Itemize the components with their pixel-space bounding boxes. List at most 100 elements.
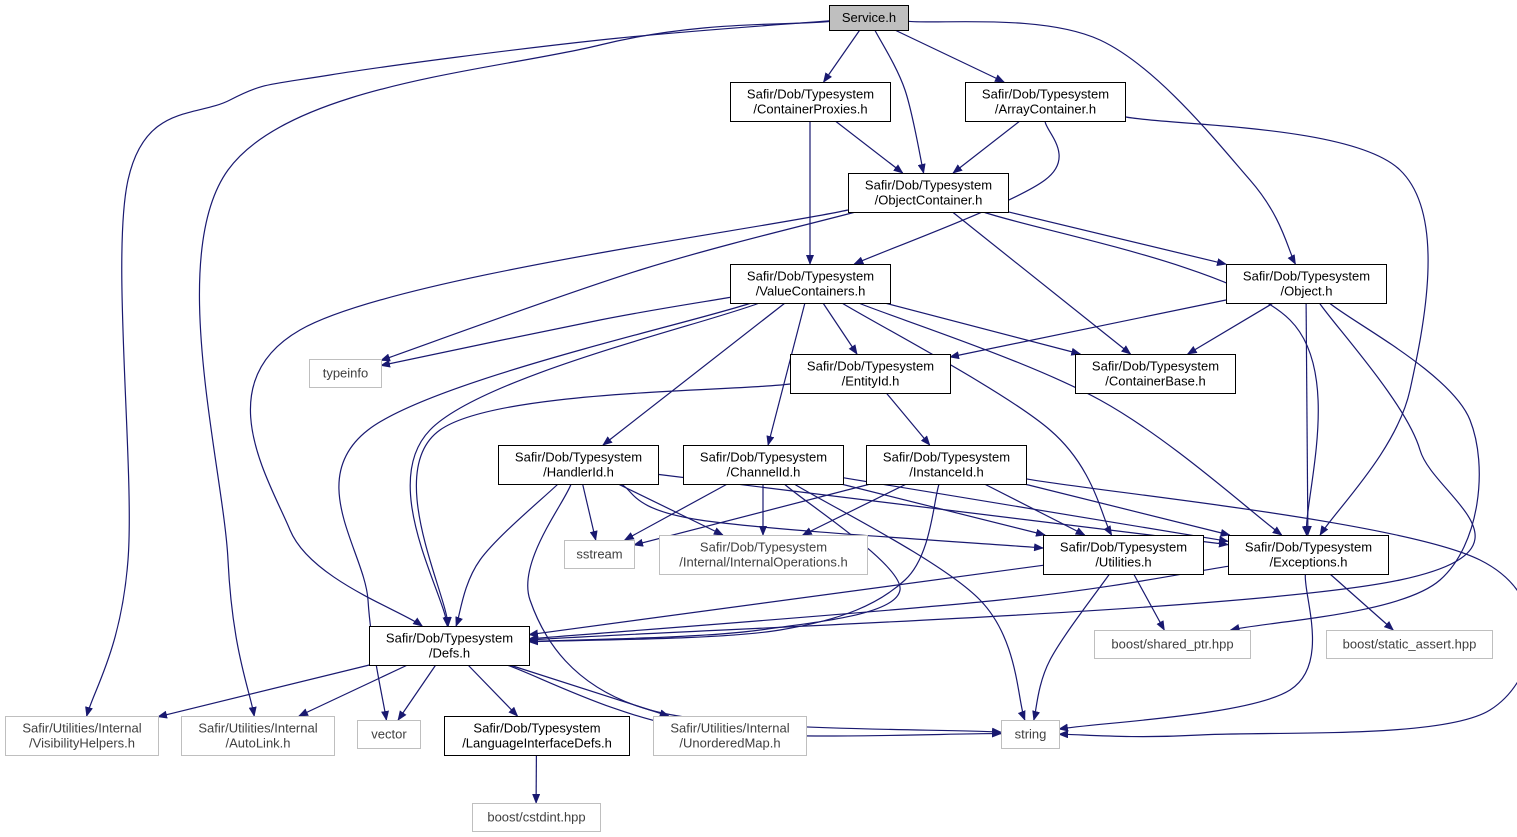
node-label: Safir/Dob/Typesystem — [865, 178, 992, 193]
edge-arraycontainer-to-objectcontainer — [952, 120, 1021, 174]
node-handlerid[interactable]: Safir/Dob/Typesystem/HandlerId.h — [498, 445, 659, 485]
edges — [85, 20, 1517, 804]
edge-exceptions-to-defs — [528, 565, 1229, 643]
node-label: Safir/Dob/Typesystem — [700, 450, 827, 465]
node-objectcontainer[interactable]: Safir/Dob/Typesystem/ObjectContainer.h — [848, 173, 1009, 213]
node-defs[interactable]: Safir/Dob/Typesystem/Defs.h — [369, 626, 530, 666]
node-exceptions[interactable]: Safir/Dob/Typesystem/Exceptions.h — [1228, 535, 1389, 575]
node-label: Safir/Dob/Typesystem — [700, 540, 827, 555]
node-channelid[interactable]: Safir/Dob/Typesystem/ChannelId.h — [683, 445, 844, 485]
edge-channelid-to-utilities — [840, 483, 1046, 537]
edge-service-to-autolink — [198, 20, 830, 717]
node-staticassert: boost/static_assert.hpp — [1326, 630, 1493, 659]
edge-arraycontainer-to-exceptions — [1124, 116, 1429, 536]
edge-instanceid-to-sstream — [633, 483, 871, 547]
edge-objectcontainer-to-containerbase — [952, 211, 1132, 355]
node-label: Safir/Dob/Typesystem — [1092, 359, 1219, 374]
node-sharedptr: boost/shared_ptr.hpp — [1094, 630, 1251, 659]
node-box — [1001, 720, 1060, 749]
node-label: Safir/Dob/Typesystem — [1245, 540, 1372, 555]
node-containerbase[interactable]: Safir/Dob/Typesystem/ContainerBase.h — [1075, 354, 1236, 394]
node-label: /Defs.h — [429, 646, 470, 661]
node-unorderedmap: Safir/Utilities/Internal/UnorderedMap.h — [653, 716, 807, 756]
edge-valuecontainers-to-typeinfo — [380, 296, 731, 368]
node-containerproxies[interactable]: Safir/Dob/Typesystem/ContainerProxies.h — [730, 82, 891, 122]
node-box — [1326, 630, 1493, 659]
node-service[interactable]: Service.h — [829, 5, 909, 31]
edge-utilities-to-string — [1032, 573, 1110, 721]
node-langiface[interactable]: Safir/Dob/Typesystem/LanguageInterfaceDe… — [444, 716, 630, 756]
node-box — [5, 716, 159, 756]
edge-instanceid-to-defs — [528, 483, 940, 646]
edge-valuecontainers-to-exceptions — [858, 302, 1283, 536]
node-label: /AutoLink.h — [225, 736, 290, 751]
edge-service-to-containerproxies — [823, 29, 861, 83]
node-box — [472, 803, 601, 832]
node-label: vector — [371, 727, 407, 742]
node-valuecontainers[interactable]: Safir/Dob/Typesystem/ValueContainers.h — [730, 264, 891, 304]
node-arraycontainer[interactable]: Safir/Dob/Typesystem/ArrayContainer.h — [965, 82, 1126, 122]
edge-objectcontainer-to-defs — [249, 209, 849, 627]
edge-utilities-to-defs — [528, 564, 1044, 638]
node-utilities[interactable]: Safir/Dob/Typesystem/Utilities.h — [1043, 535, 1204, 575]
edge-entityid-to-instanceid — [885, 392, 931, 446]
edge-defs-to-unorderedmap — [509, 664, 670, 718]
edge-service-to-objectcontainer — [874, 29, 926, 174]
edge-object-to-containerbase — [1186, 302, 1274, 355]
edge-defs-to-langiface — [467, 664, 519, 717]
edge-instanceid-to-exceptions — [1024, 483, 1231, 537]
node-label: Service.h — [842, 10, 896, 25]
node-label: /LanguageInterfaceDefs.h — [462, 736, 612, 751]
edge-objectcontainer-to-object — [1007, 211, 1227, 266]
edge-defs-to-vector — [397, 664, 437, 721]
edge-valuecontainers-to-channelid — [766, 302, 806, 446]
edge-service-to-visibility — [85, 20, 830, 717]
node-entityid[interactable]: Safir/Dob/Typesystem/EntityId.h — [790, 354, 951, 394]
node-box — [659, 535, 868, 575]
node-box — [730, 82, 891, 122]
node-label: /Utilities.h — [1095, 555, 1151, 570]
node-box — [730, 264, 891, 304]
node-box — [965, 82, 1126, 122]
edge-objectcontainer-to-typeinfo — [380, 211, 856, 362]
node-sstream: sstream — [564, 540, 635, 569]
node-box — [790, 354, 951, 394]
edge-object-to-sharedptr — [1229, 302, 1480, 632]
edge-service-to-arraycontainer — [894, 29, 1005, 83]
edge-valuecontainers-to-containerbase — [884, 302, 1082, 356]
node-label: Safir/Dob/Typesystem — [1060, 540, 1187, 555]
node-label: /ChannelId.h — [727, 465, 801, 480]
node-label: /UnorderedMap.h — [679, 736, 780, 751]
node-string: string — [1001, 720, 1060, 749]
node-label: /Exceptions.h — [1269, 555, 1347, 570]
node-label: Safir/Dob/Typesystem — [386, 631, 513, 646]
edge-valuecontainers-to-defs — [409, 302, 760, 627]
node-object[interactable]: Safir/Dob/Typesystem/Object.h — [1226, 264, 1387, 304]
node-label: sstream — [576, 547, 622, 562]
node-label: Safir/Dob/Typesystem — [982, 87, 1109, 102]
node-label: /VisibilityHelpers.h — [29, 736, 135, 751]
node-label: Safir/Dob/Typesystem — [807, 359, 934, 374]
node-typeinfo: typeinfo — [309, 359, 382, 388]
node-instanceid[interactable]: Safir/Dob/Typesystem/InstanceId.h — [866, 445, 1027, 485]
edge-objectcontainer-to-exceptions — [983, 211, 1319, 536]
edge-utilities-to-sharedptr — [1133, 573, 1165, 631]
node-vector: vector — [357, 720, 421, 749]
edge-instanceid-to-internalops — [801, 483, 907, 536]
edge-valuecontainers-to-handlerid — [602, 302, 786, 446]
edge-entityid-to-defs — [415, 383, 791, 627]
node-box — [309, 359, 382, 388]
node-label: boost/static_assert.hpp — [1343, 637, 1477, 652]
edge-exceptions-to-staticassert — [1329, 573, 1394, 631]
edge-handlerid-to-utilities — [620, 483, 1044, 552]
node-label: /Internal/InternalOperations.h — [679, 555, 847, 570]
node-box — [498, 445, 659, 485]
node-label: Safir/Utilities/Internal — [670, 721, 789, 736]
node-label: boost/cstdint.hpp — [487, 810, 585, 825]
node-box — [1094, 630, 1251, 659]
node-box — [1228, 535, 1389, 575]
node-box — [369, 626, 530, 666]
node-box — [181, 716, 335, 756]
edge-channelid-to-sstream — [623, 483, 728, 541]
